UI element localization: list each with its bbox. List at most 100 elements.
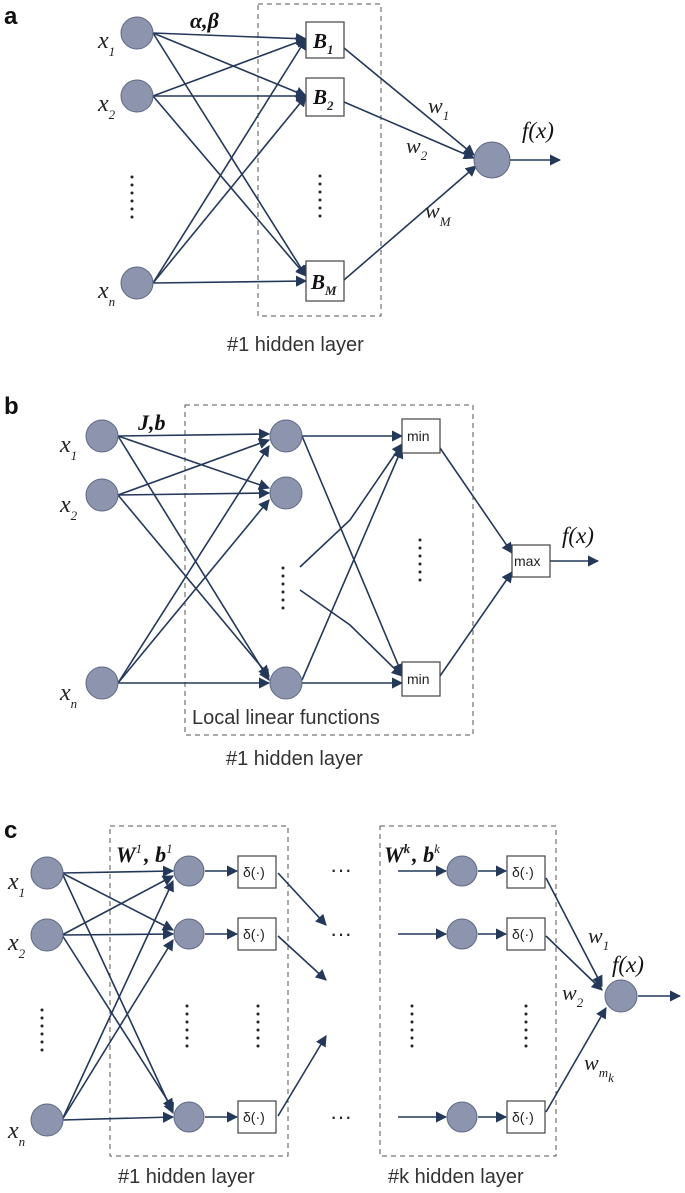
hidden-node [269, 476, 303, 510]
edge [61, 872, 174, 1115]
activation-box [237, 855, 277, 889]
input-label-xn: xn [59, 680, 77, 711]
edge [152, 32, 308, 45]
input-node-x1 [30, 856, 64, 890]
edge [545, 1007, 607, 1113]
weight-label-w2: w2 [562, 980, 584, 1010]
basis-box-b1 [305, 21, 345, 59]
edge [439, 447, 513, 554]
hidden-layer-caption-last: #k hidden layer [388, 1166, 524, 1188]
hidden-ellipsis [281, 566, 285, 610]
params-label-alpha-beta: α,β [190, 8, 220, 33]
input-node-x2 [30, 918, 64, 952]
hidden-node [269, 419, 303, 453]
input-node-x1 [120, 16, 154, 50]
input-ellipsis [40, 1008, 44, 1052]
output-label-c: f(x) [612, 952, 644, 977]
output-node-a [473, 141, 511, 179]
edge [61, 939, 174, 1121]
edge [61, 928, 175, 940]
edges-to-output-c [545, 877, 682, 1113]
activation-box [237, 1100, 277, 1134]
hidden-node-last [446, 855, 478, 887]
params-label-j-b: J,b [137, 410, 166, 435]
input-label-x2: x2 [7, 930, 26, 961]
edge [61, 934, 174, 1110]
basis-label-bm: BM [310, 270, 337, 298]
min-box-top [401, 418, 441, 454]
max-label: max [514, 553, 540, 569]
activation-label: δ(·) [512, 926, 534, 942]
input-label-x1: x1 [97, 28, 115, 59]
output-node-c [604, 979, 638, 1013]
input-node-xn [30, 1103, 64, 1137]
params-label-last: Wk, bk [384, 841, 440, 867]
edge [61, 872, 174, 931]
layer-ellipsis: ··· [330, 1104, 352, 1129]
params-label-first: W1, b1 [116, 841, 173, 867]
output-label-a: f(x) [522, 118, 554, 143]
edge [152, 95, 307, 277]
hidden-layer-caption-a: #1 hidden layer [227, 334, 364, 356]
edge [152, 32, 307, 277]
input-node-x2 [85, 478, 119, 512]
output-label-b: f(x) [562, 523, 594, 548]
weight-label-wmk: wmk [584, 1050, 614, 1085]
edge [152, 95, 307, 284]
activation-box [506, 917, 546, 951]
edges-input-to-basis [152, 32, 308, 287]
panel-b: b [4, 393, 600, 770]
edge [301, 446, 404, 681]
edge [117, 487, 271, 499]
hidden-layer-box-first [109, 825, 289, 1157]
hidden-node-last [446, 918, 478, 950]
input-label-x2: x2 [59, 492, 78, 523]
input-ellipsis [130, 175, 134, 219]
edge [117, 499, 270, 684]
last-hidden-ellipsis [410, 1004, 414, 1048]
basis-box-bm [305, 260, 345, 302]
basis-label-b2: B2 [312, 85, 334, 113]
basis-box-b2 [305, 77, 345, 117]
panel-letter-b: b [4, 393, 19, 420]
basis-label-b1: B1 [312, 29, 334, 57]
edges-first-hidden-to-activation [205, 865, 239, 1123]
input-node-x1 [85, 419, 119, 453]
edge [117, 445, 270, 684]
input-node-xn [120, 266, 154, 300]
panel-c: c [4, 817, 682, 1188]
activation-label: δ(·) [512, 864, 534, 880]
min-box-bottom [401, 661, 441, 697]
edges-input-to-hidden [117, 428, 271, 689]
layer-ellipsis: ··· [330, 921, 352, 946]
edge [61, 879, 174, 1121]
first-activation-ellipsis [256, 1004, 260, 1048]
weight-label-w2: w2 [406, 133, 428, 163]
min-label-bottom: min [407, 671, 430, 687]
edge [117, 494, 270, 677]
activation-label: δ(·) [243, 926, 265, 942]
edges-basis-to-output [343, 47, 562, 281]
edge [545, 935, 603, 991]
max-box [511, 544, 551, 578]
edges-hidden-to-min [299, 430, 404, 689]
panel-letter-a: a [4, 3, 18, 30]
activation-box [506, 1100, 546, 1134]
edges-input-to-first-hidden [61, 865, 175, 1123]
input-label-xn: xn [97, 278, 115, 309]
hidden-node [269, 666, 303, 700]
edge [117, 438, 271, 496]
hidden-node-first [173, 855, 205, 887]
hidden-layer-box-last [379, 825, 557, 1157]
panel-a: a x1 x2 xn [4, 3, 562, 356]
edge [299, 589, 403, 677]
edge [277, 1035, 327, 1117]
edge [343, 47, 475, 156]
edges-into-last-hidden [398, 865, 508, 1123]
edge [277, 935, 327, 981]
edge [545, 877, 603, 987]
basis-ellipsis [318, 174, 322, 218]
edge [277, 872, 327, 926]
activation-label: δ(·) [243, 864, 265, 880]
